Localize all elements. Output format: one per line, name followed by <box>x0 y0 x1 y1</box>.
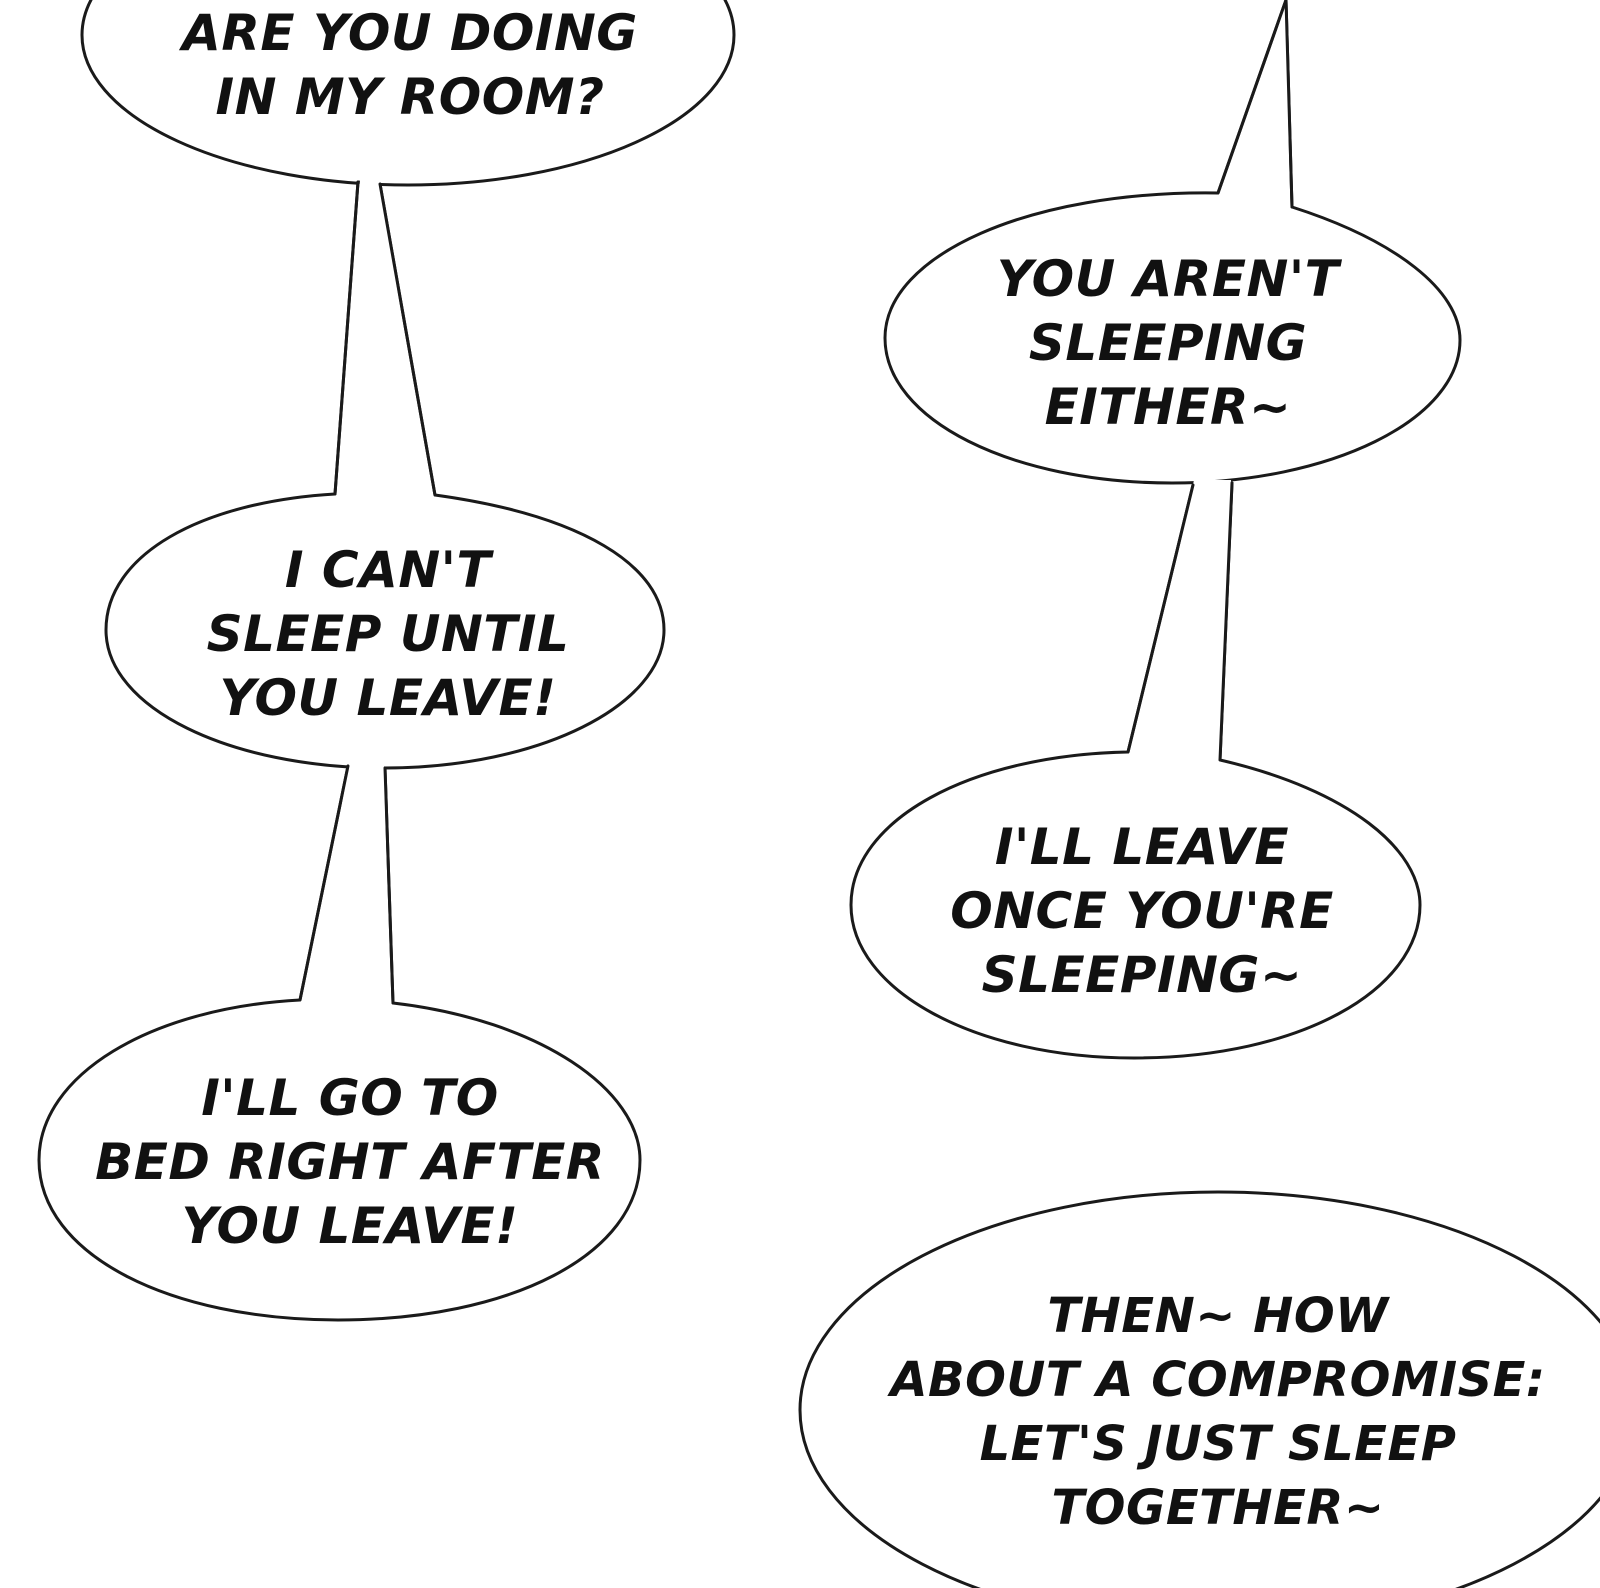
speech-bubble-5-text: I'LL GO TO BED RIGHT AFTER YOU LEAVE! <box>95 1066 605 1258</box>
bubble-line: YOU LEAVE! <box>181 1197 519 1255</box>
bubble-line: I CAN'T <box>284 541 492 599</box>
tail-edge-5a <box>298 764 350 1002</box>
bubble-line: IN MY ROOM? <box>215 68 605 126</box>
speech-bubble-2-text: YOU AREN'T SLEEPING EITHER~ <box>997 247 1340 439</box>
bubble-line: YOU LEAVE! <box>219 669 557 727</box>
bubble-line: ARE YOU DOING <box>182 4 638 62</box>
speech-bubble-5 <box>37 764 642 1322</box>
speech-bubble-3-text: I CAN'T SLEEP UNTIL YOU LEAVE! <box>207 538 570 730</box>
tail-edge-3a <box>333 180 360 496</box>
tail-fill-4 <box>1133 480 1231 770</box>
bubble-line: TOGETHER~ <box>1051 1480 1385 1536</box>
tail-fill-2 <box>1222 2 1290 218</box>
tail-edge-2b <box>1284 0 1294 209</box>
bubble-line: I'LL LEAVE <box>994 818 1290 876</box>
tail-edge-2a <box>1216 0 1288 195</box>
tail-fill-3 <box>340 180 432 505</box>
bubble-line: ABOUT A COMPROMISE: <box>890 1352 1546 1408</box>
bubble-line: SLEEP UNTIL <box>206 605 570 663</box>
speech-bubble-6 <box>798 1190 1600 1588</box>
bubble-line: EITHER~ <box>1044 378 1292 436</box>
tail-edge-5b <box>383 766 395 1005</box>
tail-fill-5 <box>305 764 390 1012</box>
speech-bubble-1-text: ARE YOU DOING IN MY ROOM? <box>182 1 638 129</box>
tail-edge-4a <box>1126 483 1195 754</box>
bubble-line: ONCE YOU'RE <box>950 882 1334 940</box>
speech-bubble-4 <box>849 481 1422 1060</box>
bubble-line: SLEEPING <box>1028 314 1308 372</box>
bubble-line: YOU AREN'T <box>996 250 1340 308</box>
speech-bubble-1 <box>80 0 736 187</box>
bubble-line: SLEEPING~ <box>981 946 1303 1004</box>
bubble-line: THEN~ HOW <box>1047 1288 1389 1344</box>
bubble-line: BED RIGHT AFTER <box>95 1133 605 1191</box>
tail-edge-3b <box>378 182 437 497</box>
bubble-line: I'LL GO TO <box>201 1069 499 1127</box>
speech-bubble-2 <box>883 0 1462 485</box>
tail-edge-4b <box>1218 481 1234 762</box>
bubble-line: LET'S JUST SLEEP <box>979 1416 1457 1472</box>
speech-bubble-4-text: I'LL LEAVE ONCE YOU'RE SLEEPING~ <box>950 815 1334 1007</box>
speech-bubble-6-text: THEN~ HOW ABOUT A COMPROMISE: LET'S JUST… <box>890 1284 1545 1540</box>
